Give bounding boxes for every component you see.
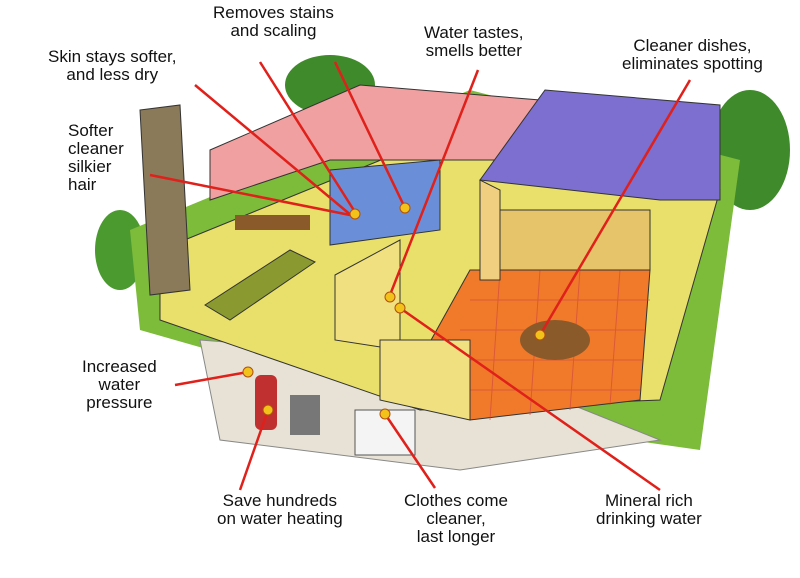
label-line: hair	[68, 175, 97, 194]
label-cleaner-dishes: Cleaner dishes,eliminates spotting	[622, 37, 763, 73]
label-skin-softer: Skin stays softer,and less dry	[48, 48, 177, 84]
chimney	[139, 104, 191, 296]
label-line: eliminates spotting	[622, 54, 763, 73]
label-line: cleaner	[68, 139, 124, 158]
label-line: Save hundreds	[222, 491, 338, 510]
label-line: and less dry	[66, 65, 159, 84]
dining-table	[235, 215, 310, 230]
label-line: cleaner,	[426, 509, 486, 528]
label-line: pressure	[86, 393, 153, 412]
kitchen-counter	[379, 339, 471, 421]
pointer-dots	[242, 202, 546, 420]
label-line: Clothes come	[404, 491, 508, 510]
bathroom	[329, 159, 441, 246]
label-line: Water tastes,	[424, 23, 524, 42]
label-line: on water heating	[217, 509, 343, 528]
pointer-lines	[149, 61, 692, 492]
sofa	[204, 249, 316, 321]
wall	[479, 179, 501, 281]
label-line: Mineral rich	[604, 491, 693, 510]
label-line: water	[98, 375, 141, 394]
furnace	[290, 395, 320, 435]
water-heater	[255, 375, 277, 430]
bedroom	[479, 89, 721, 201]
kitchen-table	[520, 320, 590, 360]
label-line: last longer	[416, 527, 496, 546]
label-line: Increased	[82, 357, 157, 376]
label-line: Removes stains	[213, 3, 334, 22]
label-line: Cleaner dishes,	[633, 36, 752, 55]
label-line: Skin stays softer,	[48, 47, 177, 66]
label-line: and scaling	[230, 21, 317, 40]
label-water-tastes: Water tastes,smells better	[424, 24, 524, 60]
label-line: drinking water	[596, 509, 702, 528]
label-line: smells better	[425, 41, 522, 60]
label-line: silkier	[68, 157, 112, 176]
label-line: Softer	[68, 121, 114, 140]
kitchen-cabinets	[499, 209, 651, 271]
